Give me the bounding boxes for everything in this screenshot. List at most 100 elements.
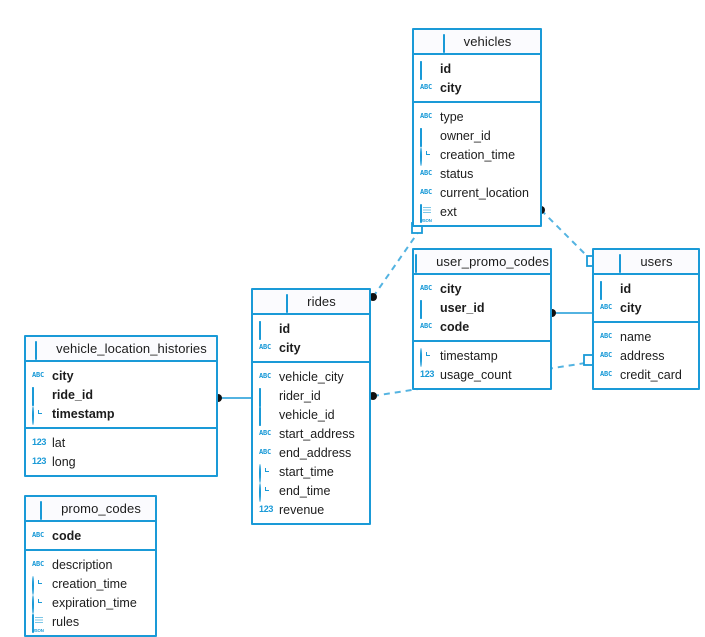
clock-icon: [32, 595, 47, 614]
field-label: current_location: [440, 185, 529, 200]
field-label: code: [52, 528, 82, 543]
field-label: timestamp: [440, 348, 498, 363]
key-icon: [420, 61, 435, 80]
field-label: end_address: [279, 445, 352, 460]
field-row[interactable]: creation_time: [414, 145, 540, 166]
field-row[interactable]: user_id: [414, 298, 550, 319]
field-label: city: [440, 281, 462, 296]
field-label: vehicle_id: [279, 407, 335, 422]
table-icon: [415, 254, 430, 273]
field-label: name: [620, 329, 652, 344]
entity-header[interactable]: user_promo_codes: [414, 250, 550, 275]
field-row[interactable]: owner_id: [414, 126, 540, 147]
entity-title: promo_codes: [61, 501, 141, 516]
field-label: address: [620, 348, 665, 363]
field-row[interactable]: ABC code: [26, 526, 155, 545]
abc-icon: ABC: [259, 372, 272, 380]
abc-icon: ABC: [259, 429, 272, 437]
field-label: vehicle_city: [279, 369, 344, 384]
abc-icon: ABC: [600, 370, 613, 378]
field-label: rules: [52, 614, 80, 629]
field-row[interactable]: 123 revenue: [253, 500, 369, 519]
entity-header[interactable]: rides: [253, 290, 369, 315]
field-label: city: [620, 300, 642, 315]
field-row[interactable]: id: [594, 279, 698, 300]
field-row[interactable]: creation_time: [26, 574, 155, 595]
field-label: owner_id: [440, 128, 491, 143]
key-icon: [420, 300, 435, 319]
key-icon: [259, 321, 274, 340]
field-row[interactable]: rules: [26, 612, 155, 633]
field-row[interactable]: id: [414, 59, 540, 80]
field-row[interactable]: ext: [414, 202, 540, 223]
field-row[interactable]: ABC address: [594, 346, 698, 365]
field-row[interactable]: vehicle_id: [253, 405, 369, 426]
field-row[interactable]: expiration_time: [26, 593, 155, 614]
field-label: revenue: [279, 502, 325, 517]
field-row[interactable]: id: [253, 319, 369, 340]
num-icon: 123: [259, 504, 274, 514]
field-label: usage_count: [440, 367, 512, 382]
entity-header[interactable]: vehicles: [414, 30, 540, 55]
entity-header[interactable]: users: [594, 250, 698, 275]
field-label: city: [440, 80, 462, 95]
key-icon: [32, 387, 47, 406]
field-row[interactable]: timestamp: [26, 404, 216, 425]
field-label: id: [440, 61, 452, 76]
entity-header[interactable]: promo_codes: [26, 497, 155, 522]
field-row[interactable]: rider_id: [253, 386, 369, 407]
entity-header[interactable]: vehicle_location_histories: [26, 337, 216, 362]
relationship-user_promo_codes-to-users: [548, 309, 592, 317]
entity-title: vehicle_location_histories: [56, 341, 207, 356]
table-icon: [286, 294, 301, 313]
field-row[interactable]: ABC vehicle_city: [253, 367, 369, 386]
field-row[interactable]: start_time: [253, 462, 369, 483]
field-label: start_time: [279, 464, 334, 479]
abc-icon: ABC: [32, 531, 45, 539]
field-row[interactable]: ride_id: [26, 385, 216, 406]
field-label: creation_time: [440, 147, 516, 162]
key-icon: [259, 388, 274, 407]
clock-icon: [32, 406, 47, 425]
field-label: status: [440, 166, 474, 181]
abc-icon: ABC: [600, 351, 613, 359]
entity-title: rides: [307, 294, 336, 309]
field-label: type: [440, 109, 464, 124]
entity-title: vehicles: [463, 34, 512, 49]
field-row[interactable]: end_time: [253, 481, 369, 502]
primary-key-group: ABC code: [26, 522, 155, 551]
field-label: ext: [440, 204, 457, 219]
field-row[interactable]: timestamp: [414, 346, 550, 367]
table-icon: [40, 501, 55, 520]
field-label: city: [279, 340, 301, 355]
field-label: timestamp: [52, 406, 115, 421]
